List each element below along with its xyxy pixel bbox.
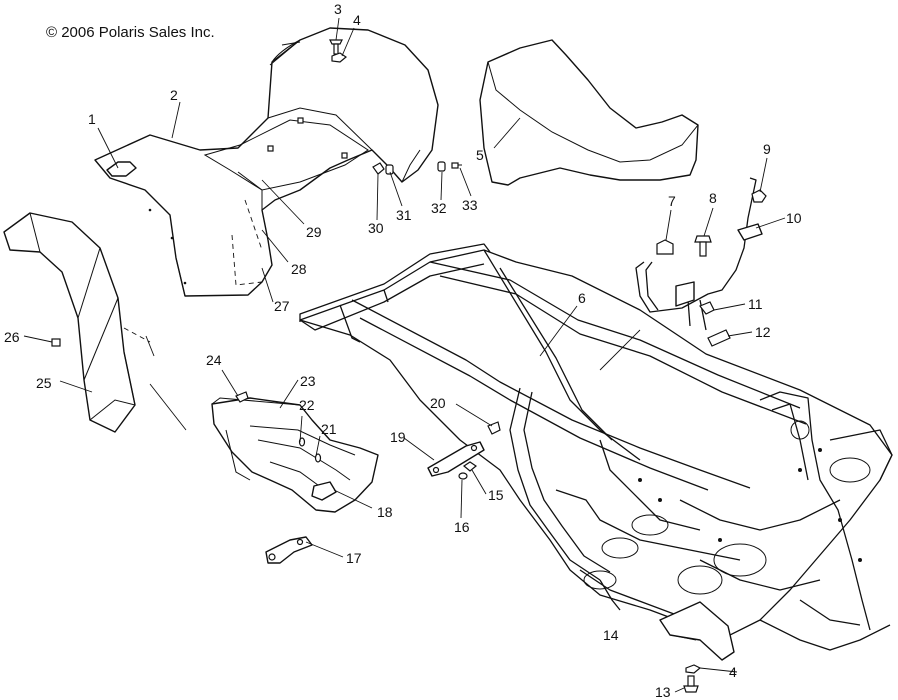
main-frame-part: [299, 243, 893, 651]
copyright-notice: © 2006 Polaris Sales Inc.: [46, 24, 215, 41]
callout-4-upper: 4: [353, 12, 361, 28]
callout-20: 20: [430, 395, 446, 411]
callout-labels: 1 2 3 4 4 5 6 7 8 9 10 11 12 13 14 15 16…: [4, 1, 802, 700]
leader-lines: [23, 17, 786, 693]
clip-part-31: [385, 164, 394, 175]
callout-16: 16: [454, 519, 470, 535]
clip-part-32: [437, 161, 446, 172]
callout-9: 9: [763, 141, 771, 157]
bolt-part-8: [694, 235, 712, 257]
cap-part-7: [656, 239, 674, 255]
fender-flare-part: [3, 212, 136, 433]
callout-28: 28: [291, 261, 307, 277]
nut-part-9: [751, 189, 767, 203]
bracket-part: [265, 536, 313, 564]
callout-5: 5: [476, 147, 484, 163]
emblem-part: [106, 161, 137, 177]
callout-30: 30: [368, 220, 384, 236]
callout-6: 6: [578, 290, 586, 306]
skid-plate-part: [659, 601, 735, 661]
callout-15: 15: [488, 487, 504, 503]
clip-part-30: [372, 162, 385, 175]
screw-part-24: [235, 391, 249, 403]
callout-26: 26: [4, 329, 20, 345]
callout-19: 19: [390, 429, 406, 445]
callout-3: 3: [334, 1, 342, 17]
callout-1: 1: [88, 111, 96, 127]
bolt-part-13: [683, 675, 699, 693]
screw-part-33: [451, 162, 462, 169]
seat-part: [479, 39, 699, 186]
callout-33: 33: [462, 197, 478, 213]
support-bracket-part: [427, 441, 485, 477]
callout-8: 8: [709, 190, 717, 206]
callout-2: 2: [170, 87, 178, 103]
nut-part-4-lower: [685, 664, 702, 674]
screw-part-22: [298, 437, 306, 447]
callout-23: 23: [300, 373, 316, 389]
callout-31: 31: [396, 207, 412, 223]
nut-part-15: [462, 461, 478, 472]
callout-27: 27: [274, 298, 290, 314]
callout-25: 25: [36, 375, 52, 391]
callout-17: 17: [346, 550, 362, 566]
callout-29: 29: [306, 224, 322, 240]
callout-18: 18: [377, 504, 393, 520]
screw-part-21: [314, 453, 322, 463]
callout-7: 7: [668, 193, 676, 209]
callout-21: 21: [321, 421, 337, 437]
callout-22: 22: [299, 397, 315, 413]
callout-10: 10: [786, 210, 802, 226]
callout-13: 13: [655, 684, 671, 700]
washer-part-16: [458, 472, 468, 480]
rear-fender-part: [94, 27, 439, 297]
pin-part-12: [707, 329, 731, 347]
mount-bracket-part: [311, 481, 337, 501]
callout-11: 11: [748, 296, 763, 312]
callout-32: 32: [431, 200, 447, 216]
footwell-part: [211, 397, 379, 513]
grab-handle-part: [635, 177, 763, 331]
callout-14: 14: [603, 627, 619, 643]
callout-4-lower: 4: [729, 664, 737, 680]
callout-12: 12: [755, 324, 771, 340]
callout-24: 24: [206, 352, 222, 368]
